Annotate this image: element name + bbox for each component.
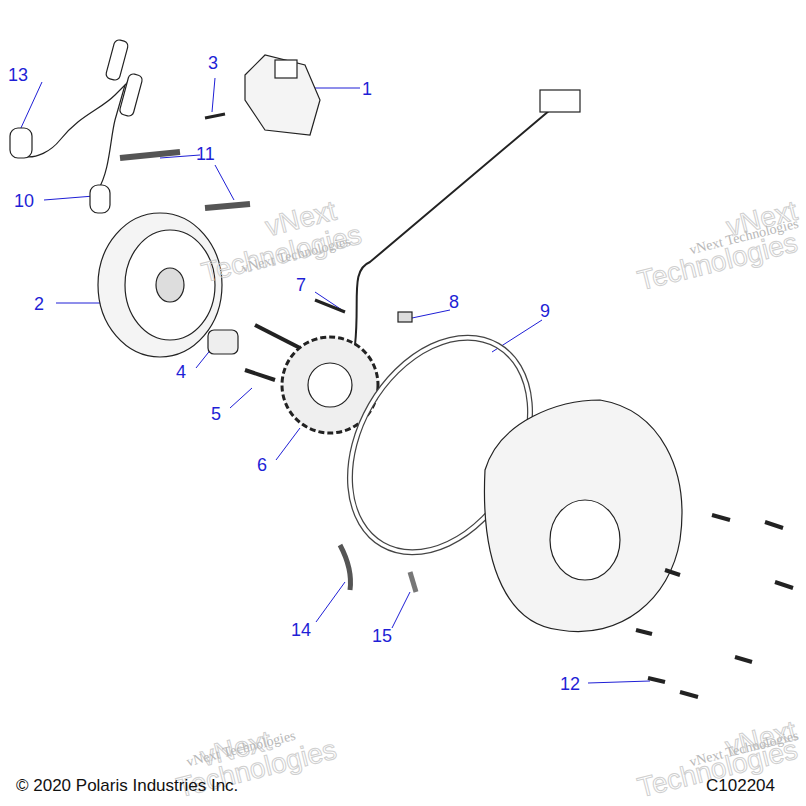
callout-number: 10: [14, 192, 34, 210]
callout-number: 11: [196, 145, 215, 163]
callout-number: 8: [449, 293, 459, 311]
callout-number: 13: [8, 66, 28, 84]
callout-number: 14: [291, 621, 311, 639]
callout-number: 4: [176, 363, 186, 381]
callout-number: 6: [257, 456, 267, 474]
callout-number: 1: [362, 80, 372, 98]
callout-number: 12: [560, 675, 580, 693]
callout-number: 7: [296, 276, 306, 294]
callout-number: 2: [34, 295, 44, 313]
footer-text: C102204: [706, 777, 775, 794]
callout-number: 5: [211, 405, 221, 423]
callout-number: 3: [208, 54, 218, 72]
footer-text: © 2020 Polaris Industries Inc.: [16, 777, 238, 794]
callout-number: 15: [372, 627, 392, 645]
callout-number: 9: [540, 302, 550, 320]
